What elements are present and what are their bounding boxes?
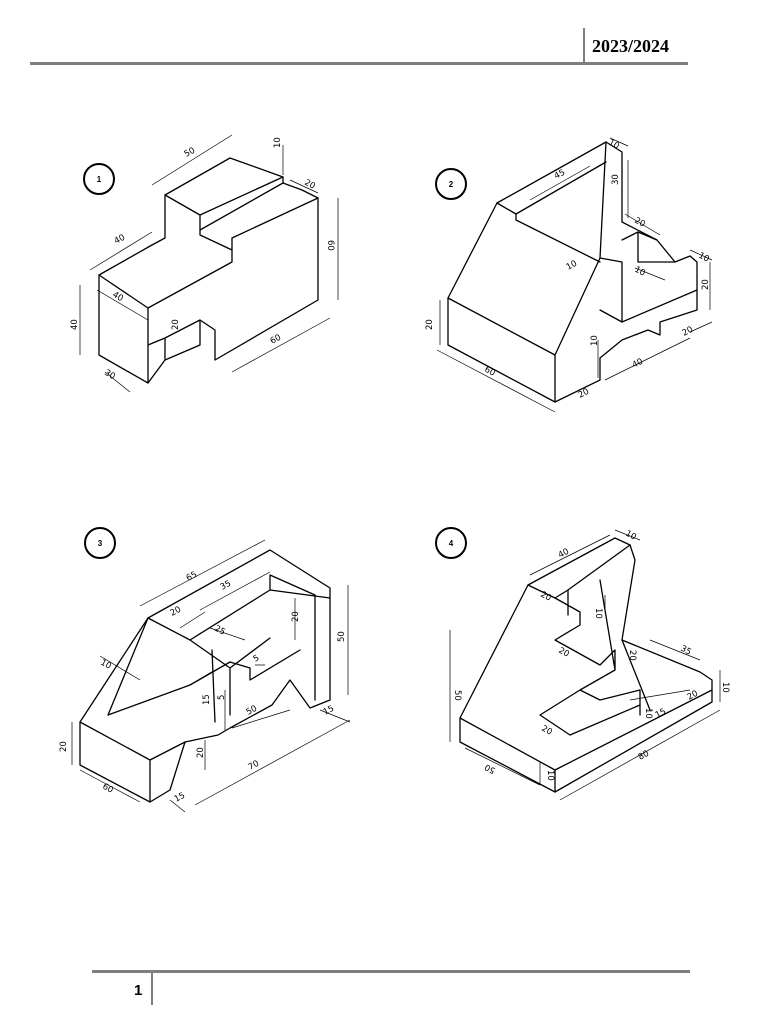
figure-3-dim-label: 5 — [252, 653, 261, 664]
figure-3-dim-label: 15 — [202, 694, 212, 705]
figure-3: 3 65 35 20 25 20 50 10 5 15 5 50 20 20 7… — [59, 527, 351, 813]
figure-4-dimension-lines — [449, 529, 721, 801]
figure-3-dim-label: 20 — [291, 611, 301, 622]
figure-3-dim-label: 35 — [219, 579, 233, 593]
figure-3-dim-label: 70 — [247, 759, 261, 773]
figure-3-dim-label: 65 — [185, 570, 199, 584]
figure-3-dim-label: 25 — [213, 624, 227, 638]
figure-3-outline — [79, 549, 331, 803]
figure-2-dim-label: 20 — [681, 325, 695, 339]
figure-3-dim-label: 10 — [99, 658, 113, 672]
figure-2-dim-label: 20 — [701, 279, 711, 290]
figure-1-dim-label: 60 — [325, 240, 335, 251]
figure-3-number: 3 — [98, 539, 103, 548]
figure-3-edges — [79, 574, 331, 803]
figure-3-dim-label: 5 — [217, 695, 227, 700]
figure-2-dim-label: 20 — [633, 216, 647, 230]
figure-1-dim-label: 60 — [269, 333, 283, 347]
figure-1-dim-label: 40 — [111, 290, 125, 304]
figure-4-dim-label: 20 — [540, 724, 554, 738]
figure-1-dimension-lines — [79, 134, 339, 393]
figure-4-badge — [435, 527, 467, 559]
figure-3-dim-label: 20 — [169, 605, 183, 619]
figure-2: 2 10 45 30 20 10 10 10 20 20 20 60 10 40… — [425, 137, 713, 413]
figure-4-dim-label: 40 — [557, 547, 571, 561]
figure-2-dim-label: 20 — [425, 319, 435, 330]
figure-4-edges — [459, 544, 713, 793]
figure-1-outline — [98, 157, 319, 384]
figure-4-dim-label: 15 — [654, 707, 668, 721]
figure-4: 4 40 10 20 10 20 35 50 20 10 15 20 10 20… — [435, 527, 730, 801]
figure-2-outline — [447, 141, 698, 403]
figure-2-dim-label: 40 — [631, 357, 645, 371]
figure-1-dim-label: 30 — [103, 368, 117, 382]
figure-3-dim-label: 50 — [245, 704, 259, 718]
figure-4-dim-label: 80 — [637, 749, 651, 763]
figure-4-dim-label: 10 — [593, 608, 603, 619]
figure-4-dim-label: 20 — [627, 650, 637, 661]
figure-2-badge — [435, 168, 467, 200]
figure-2-dimension-lines — [436, 137, 713, 413]
page-number: 1 — [134, 982, 143, 999]
figure-4-outline — [459, 537, 713, 793]
figure-2-number: 2 — [449, 180, 454, 189]
figure-4-dim-label: 20 — [557, 646, 571, 660]
figure-4-dim-label: 50 — [452, 690, 462, 701]
figure-2-dim-label: 20 — [577, 387, 591, 401]
figure-4-dim-label: 10 — [720, 682, 730, 693]
footer-divider — [151, 973, 153, 1005]
figure-1-dim-label: 40 — [113, 233, 127, 247]
figure-1-badge — [83, 163, 115, 195]
figure-3-badge — [84, 527, 116, 559]
figure-2-dim-label: 10 — [633, 265, 647, 279]
header-divider — [583, 28, 585, 64]
figure-2-dim-label: 10 — [590, 335, 600, 346]
figure-2-dim-label: 10 — [697, 251, 711, 265]
figure-1-dim-label: 20 — [303, 178, 317, 192]
figure-3-dim-label: 20 — [59, 741, 69, 752]
figure-3-dim-label: 50 — [337, 631, 347, 642]
figure-1-edges — [98, 176, 319, 384]
figure-4-dim-label: 50 — [483, 761, 497, 775]
figure-2-dim-label: 60 — [483, 365, 497, 379]
figure-4-dim-label: 20 — [539, 590, 553, 604]
figure-2-dim-label: 30 — [611, 174, 621, 185]
figure-1-dim-label: 10 — [273, 137, 283, 148]
figure-4-dim-label: 10 — [624, 529, 638, 543]
header-year: 2023/2024 — [592, 36, 670, 56]
figure-3-dim-label: 60 — [101, 782, 115, 796]
figure-4-dim-label: 10 — [643, 708, 653, 719]
figure-2-dim-label: 45 — [553, 168, 567, 182]
figure-2-edges — [447, 141, 698, 403]
figure-4-number: 4 — [449, 539, 454, 548]
figure-1-dim-label: 50 — [183, 146, 197, 160]
figure-4-dim-label: 10 — [545, 770, 555, 781]
figure-2-dim-label: 10 — [565, 259, 579, 273]
figure-4-dim-label: 35 — [679, 644, 693, 658]
figure-3-dim-label: 15 — [173, 791, 187, 805]
figure-3-dim-label: 20 — [196, 747, 206, 758]
figure-1-dim-label: 40 — [70, 319, 80, 330]
figure-1-number: 1 — [97, 175, 102, 184]
figure-3-dimension-lines — [71, 539, 351, 813]
figure-4-dim-label: 20 — [686, 689, 700, 703]
figure-1: 1 50 10 20 40 60 40 20 40 30 60 — [70, 134, 339, 393]
figure-1-dim-label: 20 — [171, 319, 181, 330]
figure-3-dim-label: 15 — [322, 704, 336, 718]
header-rule — [30, 62, 688, 65]
figure-2-dim-label: 10 — [607, 138, 621, 152]
footer-rule — [92, 970, 690, 973]
